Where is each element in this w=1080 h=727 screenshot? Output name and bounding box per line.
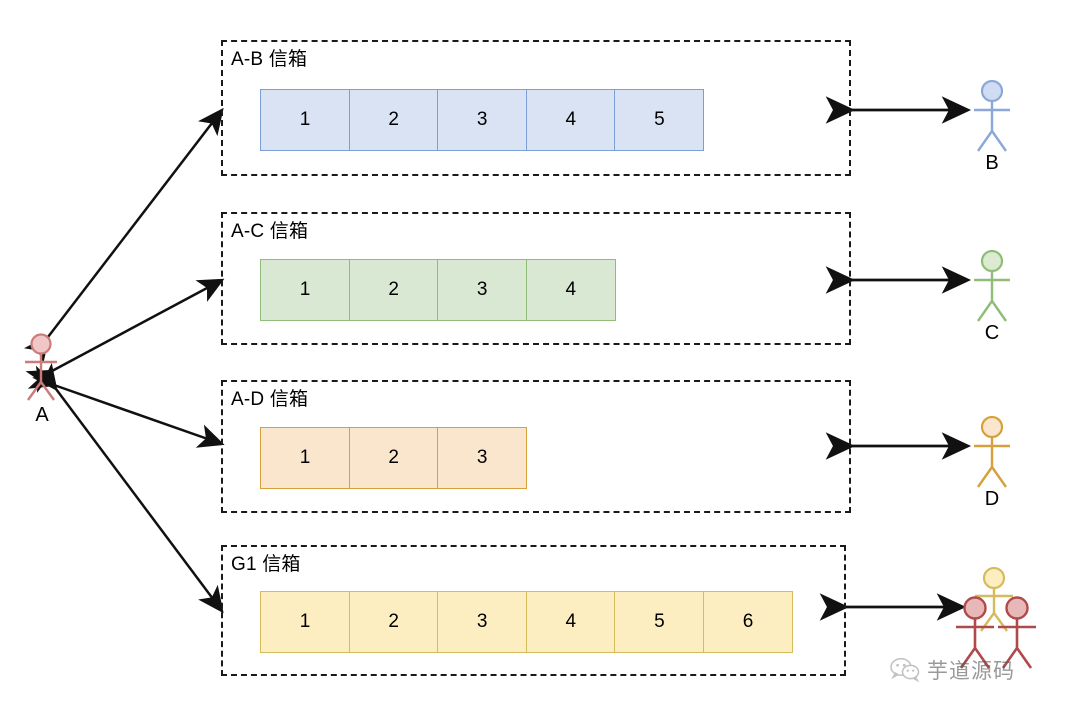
- mailbox-ab: A-B 信箱 1 2 3 4 5: [221, 40, 851, 176]
- mailbox-ab-cells: 1 2 3 4 5: [260, 89, 705, 151]
- arrow-a-to-mailbox-ac: [25, 278, 225, 393]
- actor-d: [974, 415, 1010, 488]
- mailbox-ac-cells: 1 2 3 4: [260, 259, 616, 321]
- actor-a: [25, 333, 57, 401]
- mailbox-g1-cell[interactable]: 3: [437, 591, 528, 653]
- mailbox-ab-cell[interactable]: 2: [348, 89, 439, 151]
- mailbox-ac: A-C 信箱 1 2 3 4: [221, 212, 851, 345]
- actor-group-g1: [956, 566, 1036, 669]
- mailbox-ac-cell[interactable]: 4: [525, 259, 616, 321]
- mailbox-g1-cells: 1 2 3 4 5 6: [260, 591, 794, 653]
- actor-b-label: B: [985, 152, 999, 174]
- mailbox-g1-cell[interactable]: 2: [348, 591, 439, 653]
- mailbox-ab-cell[interactable]: 5: [614, 89, 705, 151]
- actor-c-label: C: [984, 322, 1000, 344]
- mailbox-ab-title: A-B 信箱: [231, 49, 308, 70]
- mailbox-ad-cell[interactable]: 1: [260, 427, 350, 489]
- mailbox-g1-cell[interactable]: 6: [703, 591, 794, 653]
- actor-group-front-left: [956, 596, 994, 669]
- mailbox-g1-cell[interactable]: 4: [525, 591, 616, 653]
- mailbox-g1-cell[interactable]: 5: [614, 591, 705, 653]
- mailbox-ad-cell[interactable]: 2: [348, 427, 439, 489]
- mailbox-ab-cell[interactable]: 4: [525, 89, 616, 151]
- actor-a-label: A: [35, 404, 49, 426]
- actor-group-back: [975, 566, 1013, 632]
- wechat-icon: [890, 658, 920, 683]
- arrow-a-to-mailbox-ad: [27, 365, 225, 448]
- mailbox-ad-cells: 1 2 3: [260, 427, 528, 489]
- mailbox-ac-cell[interactable]: 2: [348, 259, 439, 321]
- mailbox-g1-title: G1 信箱: [231, 554, 301, 575]
- mailbox-ab-cell[interactable]: 3: [437, 89, 528, 151]
- mailbox-ad-title: A-D 信箱: [231, 389, 309, 410]
- mailbox-g1-cell[interactable]: 1: [260, 591, 350, 653]
- mailbox-g1: G1 信箱 1 2 3 4 5 6: [221, 545, 846, 676]
- watermark: 芋道源码: [890, 655, 1015, 685]
- arrow-a-to-mailbox-g1: [32, 362, 224, 614]
- actor-c: [974, 249, 1010, 322]
- watermark-text: 芋道源码: [927, 660, 1015, 683]
- mailbox-ad: A-D 信箱 1 2 3: [221, 380, 851, 513]
- arrow-a-to-mailbox-ab: [23, 107, 224, 364]
- mailbox-ac-cell[interactable]: 3: [437, 259, 528, 321]
- mailbox-ad-cell[interactable]: 3: [437, 427, 528, 489]
- mailbox-ac-title: A-C 信箱: [231, 221, 309, 242]
- actor-d-label: D: [984, 488, 1000, 510]
- actor-group-front-right: [998, 596, 1036, 669]
- mailbox-ab-cell[interactable]: 1: [260, 89, 350, 151]
- mailbox-ac-cell[interactable]: 1: [260, 259, 350, 321]
- actor-b: [974, 79, 1010, 152]
